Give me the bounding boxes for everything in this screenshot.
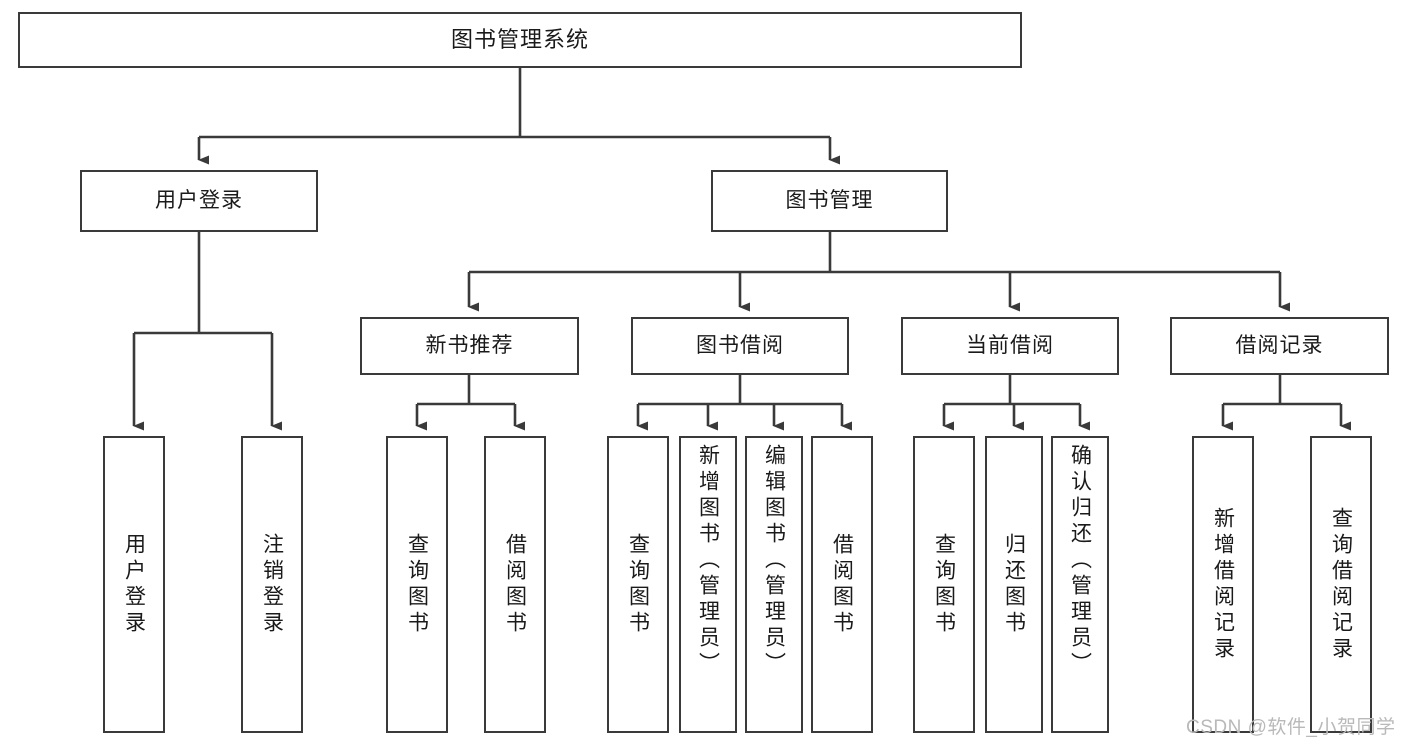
csdn-watermark: CSDN @软件_小贺同学 [1186, 717, 1396, 738]
node-book-manage-label: 图书管理 [785, 188, 874, 212]
node-leaf-borrow-book[interactable]: 借阅图书 [811, 436, 873, 733]
node-leaf-query-record-label: 查询借阅记录 [1329, 506, 1353, 663]
node-leaf-add-record-label: 新增借阅记录 [1211, 506, 1235, 663]
node-leaf-query-book-rec[interactable]: 查询图书 [386, 436, 448, 733]
node-book-borrow-label: 图书借阅 [696, 333, 784, 357]
node-borrow-record[interactable]: 借阅记录 [1170, 317, 1389, 375]
node-new-book-recommend[interactable]: 新书推荐 [360, 317, 579, 375]
node-leaf-query-book-borrow-label: 查询图书 [626, 532, 650, 637]
node-leaf-query-book-rec-label: 查询图书 [405, 532, 429, 637]
node-user-login[interactable]: 用户登录 [80, 170, 318, 232]
node-leaf-query-record[interactable]: 查询借阅记录 [1310, 436, 1372, 733]
node-leaf-user-login-label: 用户登录 [122, 532, 146, 637]
node-book-manage[interactable]: 图书管理 [711, 170, 948, 232]
node-leaf-edit-book-label: 编辑图书（管理员） [762, 444, 786, 678]
node-leaf-add-book-label: 新增图书（管理员） [696, 444, 720, 678]
node-leaf-query-book-current-label: 查询图书 [932, 532, 956, 637]
node-leaf-return-book-label: 归还图书 [1002, 532, 1026, 637]
node-leaf-add-record[interactable]: 新增借阅记录 [1192, 436, 1254, 733]
node-book-borrow[interactable]: 图书借阅 [631, 317, 849, 375]
node-leaf-borrow-book-rec[interactable]: 借阅图书 [484, 436, 546, 733]
node-current-borrow-label: 当前借阅 [966, 333, 1054, 357]
node-root[interactable]: 图书管理系统 [18, 12, 1022, 68]
node-leaf-query-book-borrow[interactable]: 查询图书 [607, 436, 669, 733]
node-leaf-return-book[interactable]: 归还图书 [985, 436, 1043, 733]
node-leaf-confirm-return[interactable]: 确认归还（管理员） [1051, 436, 1109, 733]
node-leaf-borrow-book-rec-label: 借阅图书 [503, 532, 527, 637]
node-leaf-confirm-return-label: 确认归还（管理员） [1068, 444, 1092, 678]
node-borrow-record-label: 借阅记录 [1235, 333, 1324, 357]
node-leaf-edit-book[interactable]: 编辑图书（管理员） [745, 436, 803, 733]
node-leaf-query-book-current[interactable]: 查询图书 [913, 436, 975, 733]
node-leaf-logout[interactable]: 注销登录 [241, 436, 303, 733]
node-leaf-add-book[interactable]: 新增图书（管理员） [679, 436, 737, 733]
node-user-login-label: 用户登录 [155, 188, 243, 212]
node-root-label: 图书管理系统 [450, 27, 589, 53]
node-new-book-recommend-label: 新书推荐 [425, 333, 514, 357]
node-current-borrow[interactable]: 当前借阅 [901, 317, 1119, 375]
node-leaf-user-login[interactable]: 用户登录 [103, 436, 165, 733]
node-leaf-borrow-book-label: 借阅图书 [830, 532, 854, 637]
node-leaf-logout-label: 注销登录 [260, 532, 284, 637]
